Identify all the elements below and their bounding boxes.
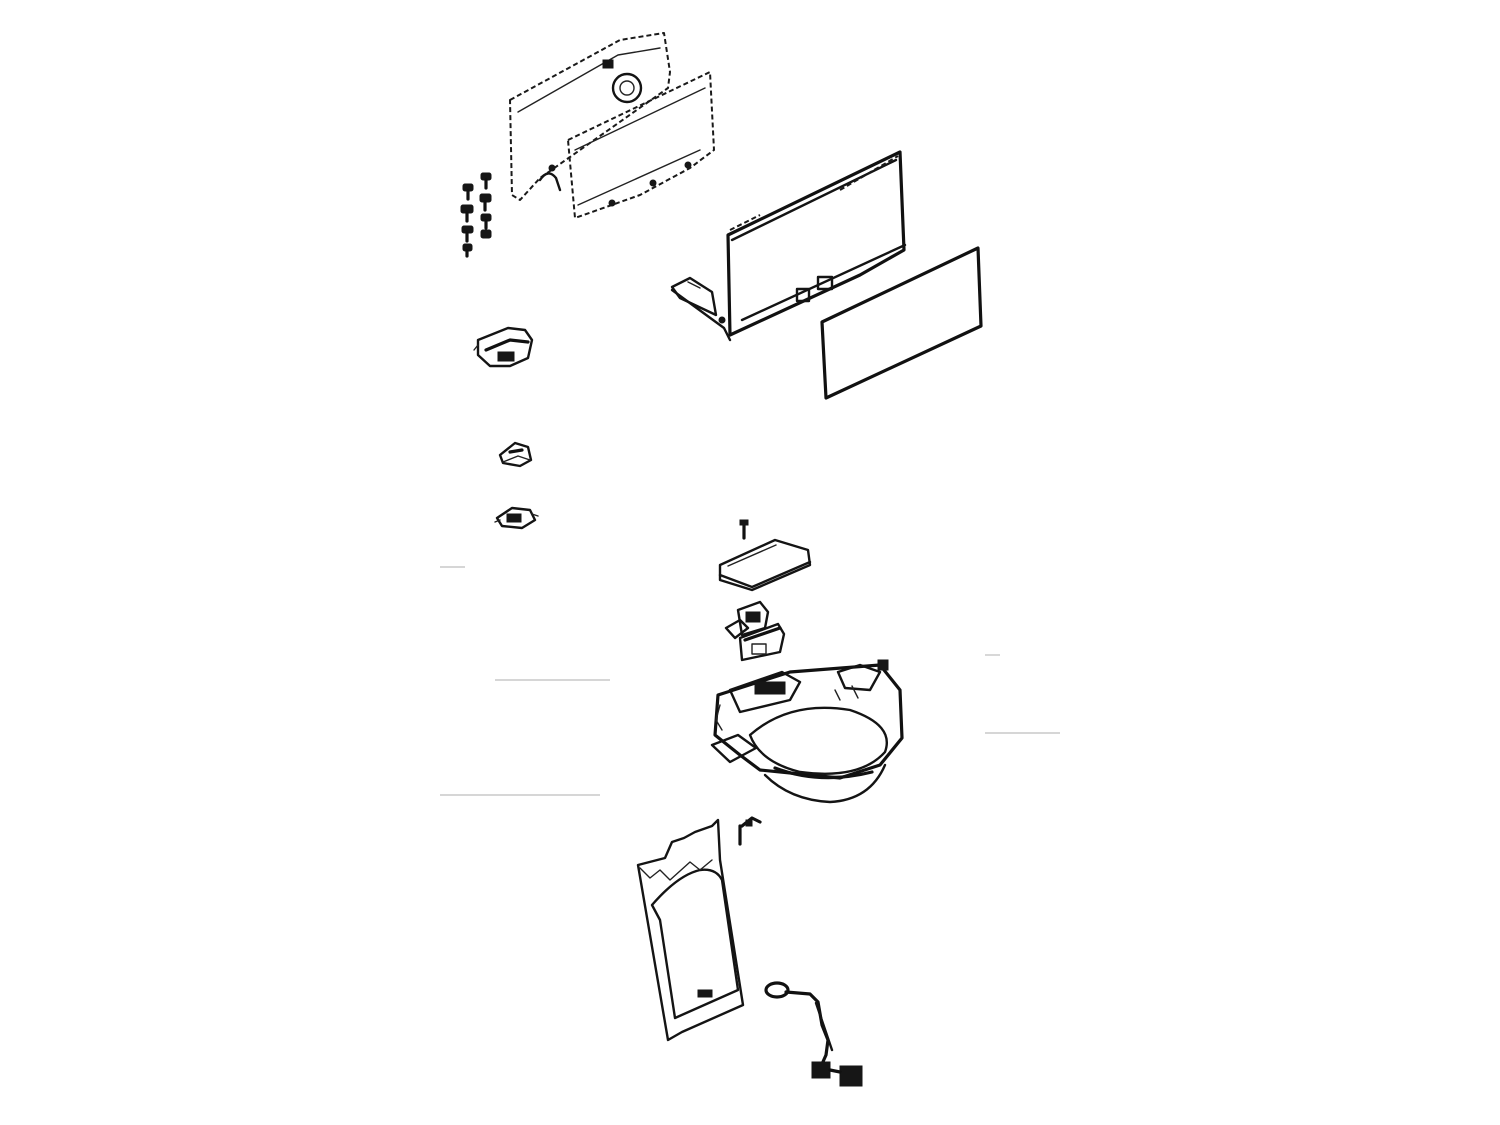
- relay-block: [724, 600, 786, 662]
- display-lens: [820, 246, 983, 400]
- dispenser-funnel: [710, 659, 904, 804]
- actuator-small-lower: [494, 506, 539, 530]
- screw: [739, 519, 749, 540]
- actuator-small-upper: [498, 441, 533, 468]
- inner-panel: [567, 71, 715, 219]
- cover-plate: [718, 538, 812, 592]
- clip: [738, 816, 762, 846]
- display-housing: [670, 150, 907, 342]
- rear-panel: [509, 32, 671, 201]
- front-cover: [636, 818, 745, 1042]
- fastener-stack-right: [479, 172, 492, 239]
- switch-bracket: [473, 326, 534, 368]
- scan-artifacts: [440, 566, 1060, 796]
- fastener-stack-left: [460, 183, 474, 258]
- fastener-set: [460, 172, 492, 258]
- wire-harness: [764, 981, 863, 1087]
